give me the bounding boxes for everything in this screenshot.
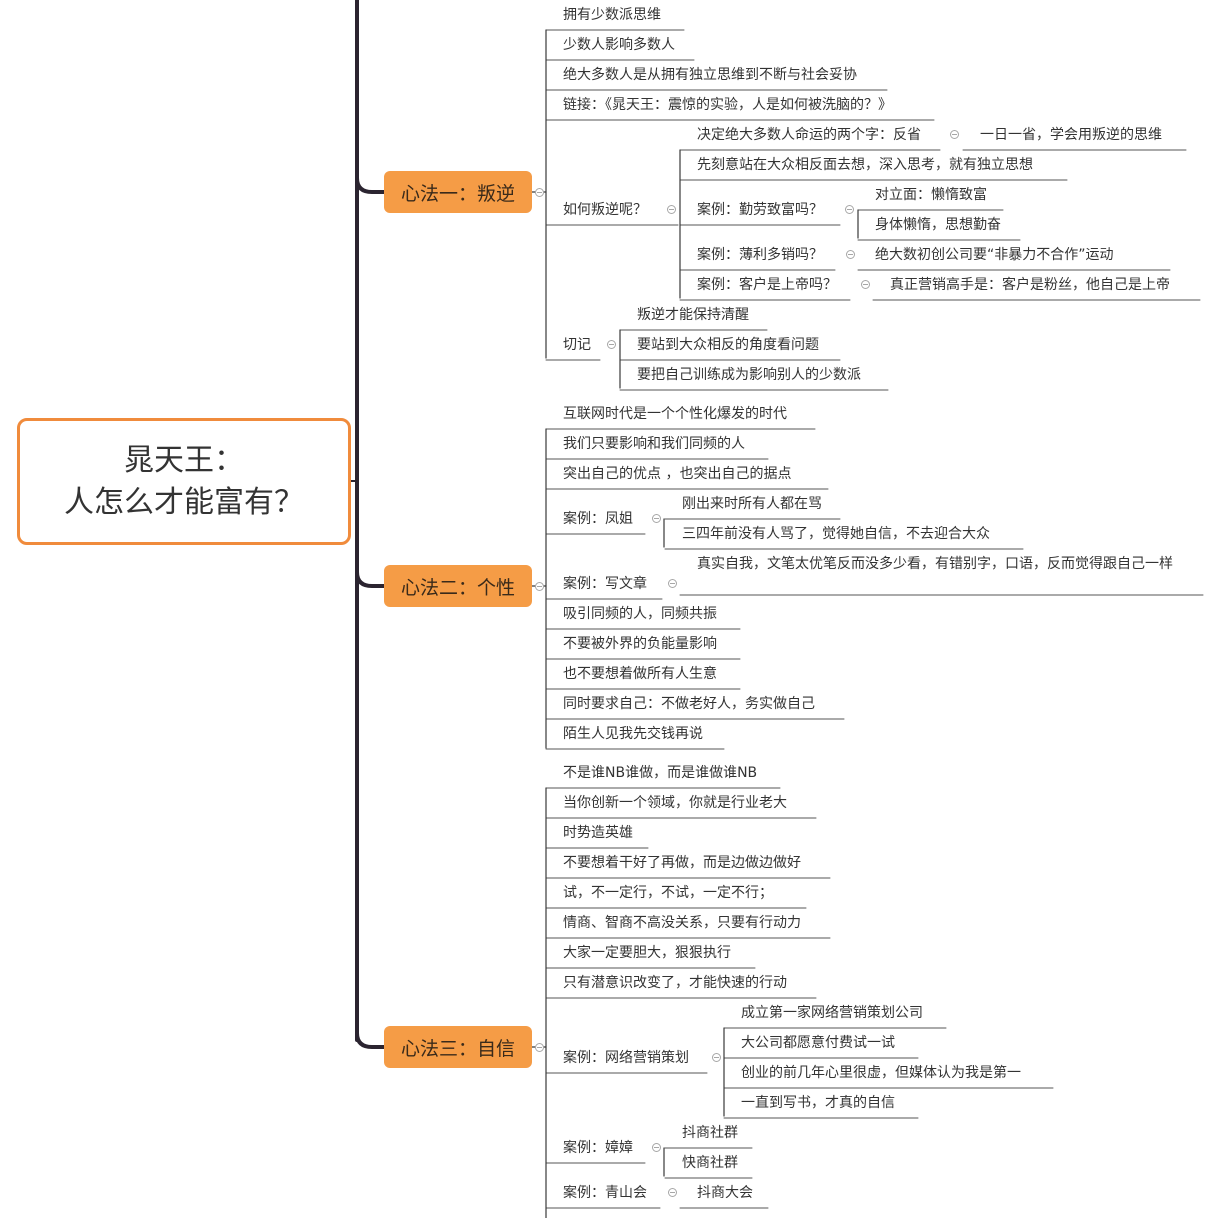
topic-b3[interactable]: 突出自己的优点 ，也突出自己的据点 <box>563 466 792 482</box>
topic-c2[interactable]: 当你创新一个领域，你就是行业老大 <box>563 795 787 811</box>
root-title-line2: 人怎么才能富有？ <box>64 484 304 520</box>
topic-c7[interactable]: 大家一定要胆大，狠狠执行 <box>563 945 731 961</box>
topic-b4-1[interactable]: 刚出来时所有人都在骂 <box>682 496 822 512</box>
topic-b8[interactable]: 也不要想着做所有人生意 <box>563 666 717 682</box>
topic-a5-5[interactable]: 案例：客户是上帝吗？ <box>697 277 837 293</box>
topic-c9-4[interactable]: 一直到写书，才真的自信 <box>741 1095 895 1111</box>
branch-2-connector <box>355 571 384 588</box>
topic-a5-5-1[interactable]: 真正营销高手是：客户是粉丝，他自己是上帝 <box>890 277 1170 293</box>
topic-b6[interactable]: 吸引同频的人，同频共振 <box>563 606 717 622</box>
topic-a6-3[interactable]: 要把自己训练成为影响别人的少数派 <box>637 367 861 383</box>
root-topic[interactable]: 晁天王： 人怎么才能富有？ <box>17 418 351 545</box>
topic-a1[interactable]: 拥有少数派思维 <box>563 7 661 23</box>
collapse-toggle-icon[interactable] <box>535 582 544 591</box>
topic-b10[interactable]: 陌生人见我先交钱再说 <box>563 726 703 742</box>
topic-a5-1[interactable]: 决定绝大多数人命运的两个字：反省 <box>697 127 921 143</box>
topic-c9-2[interactable]: 大公司都愿意付费试一试 <box>741 1035 895 1051</box>
topic-a2[interactable]: 少数人影响多数人 <box>563 37 675 53</box>
topic-c8[interactable]: 只有潜意识改变了，才能快速的行动 <box>563 975 787 991</box>
topic-c9-3[interactable]: 创业的前几年心里很虚，但媒体认为我是第一 <box>741 1065 1021 1081</box>
collapse-toggle-icon[interactable] <box>845 205 854 214</box>
topic-b4[interactable]: 案例：凤姐 <box>563 511 633 527</box>
topic-c1[interactable]: 不是谁NB谁做，而是谁做谁NB <box>563 765 758 781</box>
topic-c11[interactable]: 案例：青山会 <box>563 1185 647 1201</box>
topic-c6[interactable]: 情商、智商不高没关系，只要有行动力 <box>563 915 801 931</box>
topic-b9[interactable]: 同时要求自己：不做老好人，务实做自己 <box>563 696 815 712</box>
topic-c11-1[interactable]: 抖商大会 <box>697 1185 753 1201</box>
collapse-toggle-icon[interactable] <box>712 1053 721 1062</box>
collapse-toggle-icon[interactable] <box>535 188 544 197</box>
collapse-toggle-icon[interactable] <box>652 1143 661 1152</box>
collapse-toggle-icon[interactable] <box>950 130 959 139</box>
topic-a3[interactable]: 绝大多数人是从拥有独立思维到不断与社会妥协 <box>563 67 857 83</box>
topic-a5-2[interactable]: 先刻意站在大众相反面去想，深入思考，就有独立思想 <box>697 157 1033 173</box>
topic-b2[interactable]: 我们只要影响和我们同频的人 <box>563 436 745 452</box>
collapse-toggle-icon[interactable] <box>846 250 855 259</box>
topic-c5[interactable]: 试，不一定行，不试，一定不行； <box>563 885 773 901</box>
branch-3-connector <box>355 1032 384 1049</box>
root-title-line1: 晁天王： <box>124 442 244 478</box>
collapse-toggle-icon[interactable] <box>668 1188 677 1197</box>
collapse-toggle-icon[interactable] <box>667 205 676 214</box>
collapse-toggle-icon[interactable] <box>668 579 677 588</box>
topic-b5[interactable]: 案例：写文章 <box>563 576 647 592</box>
topic-a6-2[interactable]: 要站到大众相反的角度看问题 <box>637 337 819 353</box>
collapse-toggle-icon[interactable] <box>607 340 616 349</box>
topic-b5-1[interactable]: 真实自我，文笔太优笔反而没多少看，有错别字，口语，反而觉得跟自己一样 <box>697 556 1173 572</box>
topic-c9-1[interactable]: 成立第一家网络营销策划公司 <box>741 1005 923 1021</box>
collapse-toggle-icon[interactable] <box>861 280 870 289</box>
topic-a6[interactable]: 切记 <box>563 337 591 353</box>
branch-xinfa-1[interactable]: 心法一：叛逆 <box>384 171 532 213</box>
topic-a6-1[interactable]: 叛逆才能保持清醒 <box>637 307 749 323</box>
topic-c9[interactable]: 案例：网络营销策划 <box>563 1050 689 1066</box>
topic-b1[interactable]: 互联网时代是一个个性化爆发的时代 <box>563 406 787 422</box>
topic-a5-4-1[interactable]: 绝大数初创公司要“非暴力不合作”运动 <box>875 247 1114 263</box>
branch-xinfa-2[interactable]: 心法二：个性 <box>384 565 532 607</box>
topic-b7[interactable]: 不要被外界的负能量影响 <box>563 636 717 652</box>
topic-a5-4[interactable]: 案例：薄利多销吗？ <box>697 247 823 263</box>
topic-a5-1-1[interactable]: 一日一省，学会用叛逆的思维 <box>980 127 1162 143</box>
topic-c3[interactable]: 时势造英雄 <box>563 825 633 841</box>
branch-1-connector <box>355 177 384 194</box>
topic-c10-1[interactable]: 抖商社群 <box>682 1125 738 1141</box>
branch-xinfa-3[interactable]: 心法三：自信 <box>384 1026 532 1068</box>
topic-a5-3-1[interactable]: 对立面：懒惰致富 <box>875 187 987 203</box>
topic-c10[interactable]: 案例：嫜嫜 <box>563 1140 633 1156</box>
topic-b4-2[interactable]: 三四年前没有人骂了，觉得她自信，不去迎合大众 <box>682 526 990 542</box>
topic-a5-3[interactable]: 案例：勤劳致富吗？ <box>697 202 823 218</box>
topic-c4[interactable]: 不要想着干好了再做，而是边做边做好 <box>563 855 801 871</box>
topic-c10-2[interactable]: 快商社群 <box>682 1155 738 1171</box>
topic-a4[interactable]: 链接：《晁天王：震惊的实验，人是如何被洗脑的？》 <box>563 97 892 113</box>
topic-a5-3-2[interactable]: 身体懒惰，思想勤奋 <box>875 217 1001 233</box>
collapse-toggle-icon[interactable] <box>652 514 661 523</box>
collapse-toggle-icon[interactable] <box>535 1043 544 1052</box>
topic-a5[interactable]: 如何叛逆呢？ <box>563 202 647 218</box>
